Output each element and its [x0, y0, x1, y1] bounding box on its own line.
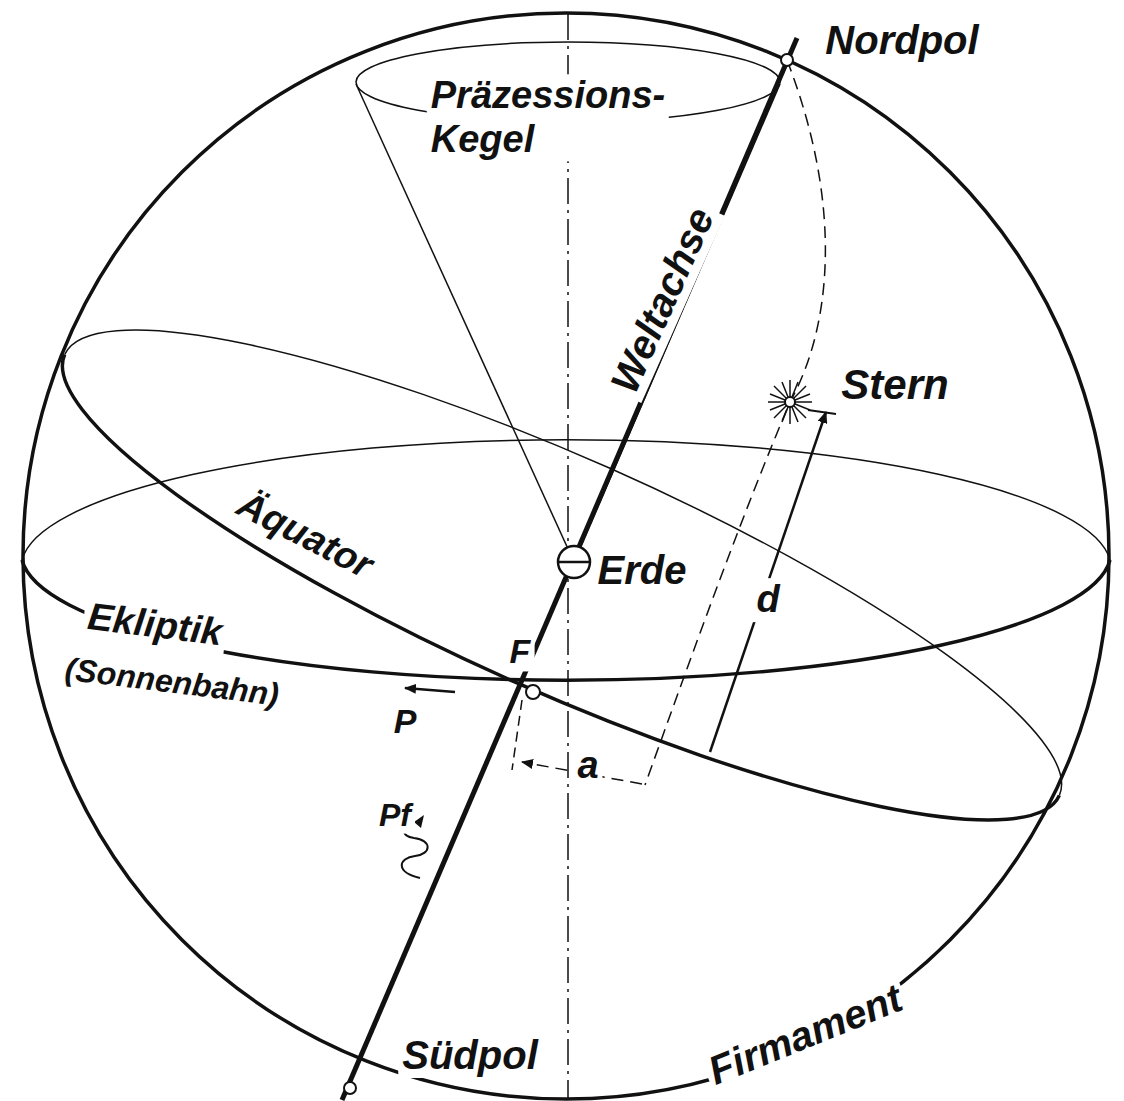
label: Weltachse	[599, 197, 724, 403]
label: d	[752, 578, 783, 622]
label: Stern	[837, 361, 952, 409]
label: Präzessions- Kegel	[427, 74, 669, 161]
label: a	[573, 744, 602, 788]
label: Äquator	[227, 481, 384, 590]
label: Nordpol	[821, 17, 982, 63]
label: Erde	[594, 547, 691, 593]
label: Firmament	[698, 973, 912, 1095]
label: (Sonnenbahn)	[59, 650, 285, 714]
label: Ekliptik	[81, 595, 228, 656]
label: P	[390, 702, 421, 741]
label: F	[506, 632, 535, 671]
label: Pf	[375, 797, 415, 834]
label: Südpol	[398, 1032, 542, 1078]
